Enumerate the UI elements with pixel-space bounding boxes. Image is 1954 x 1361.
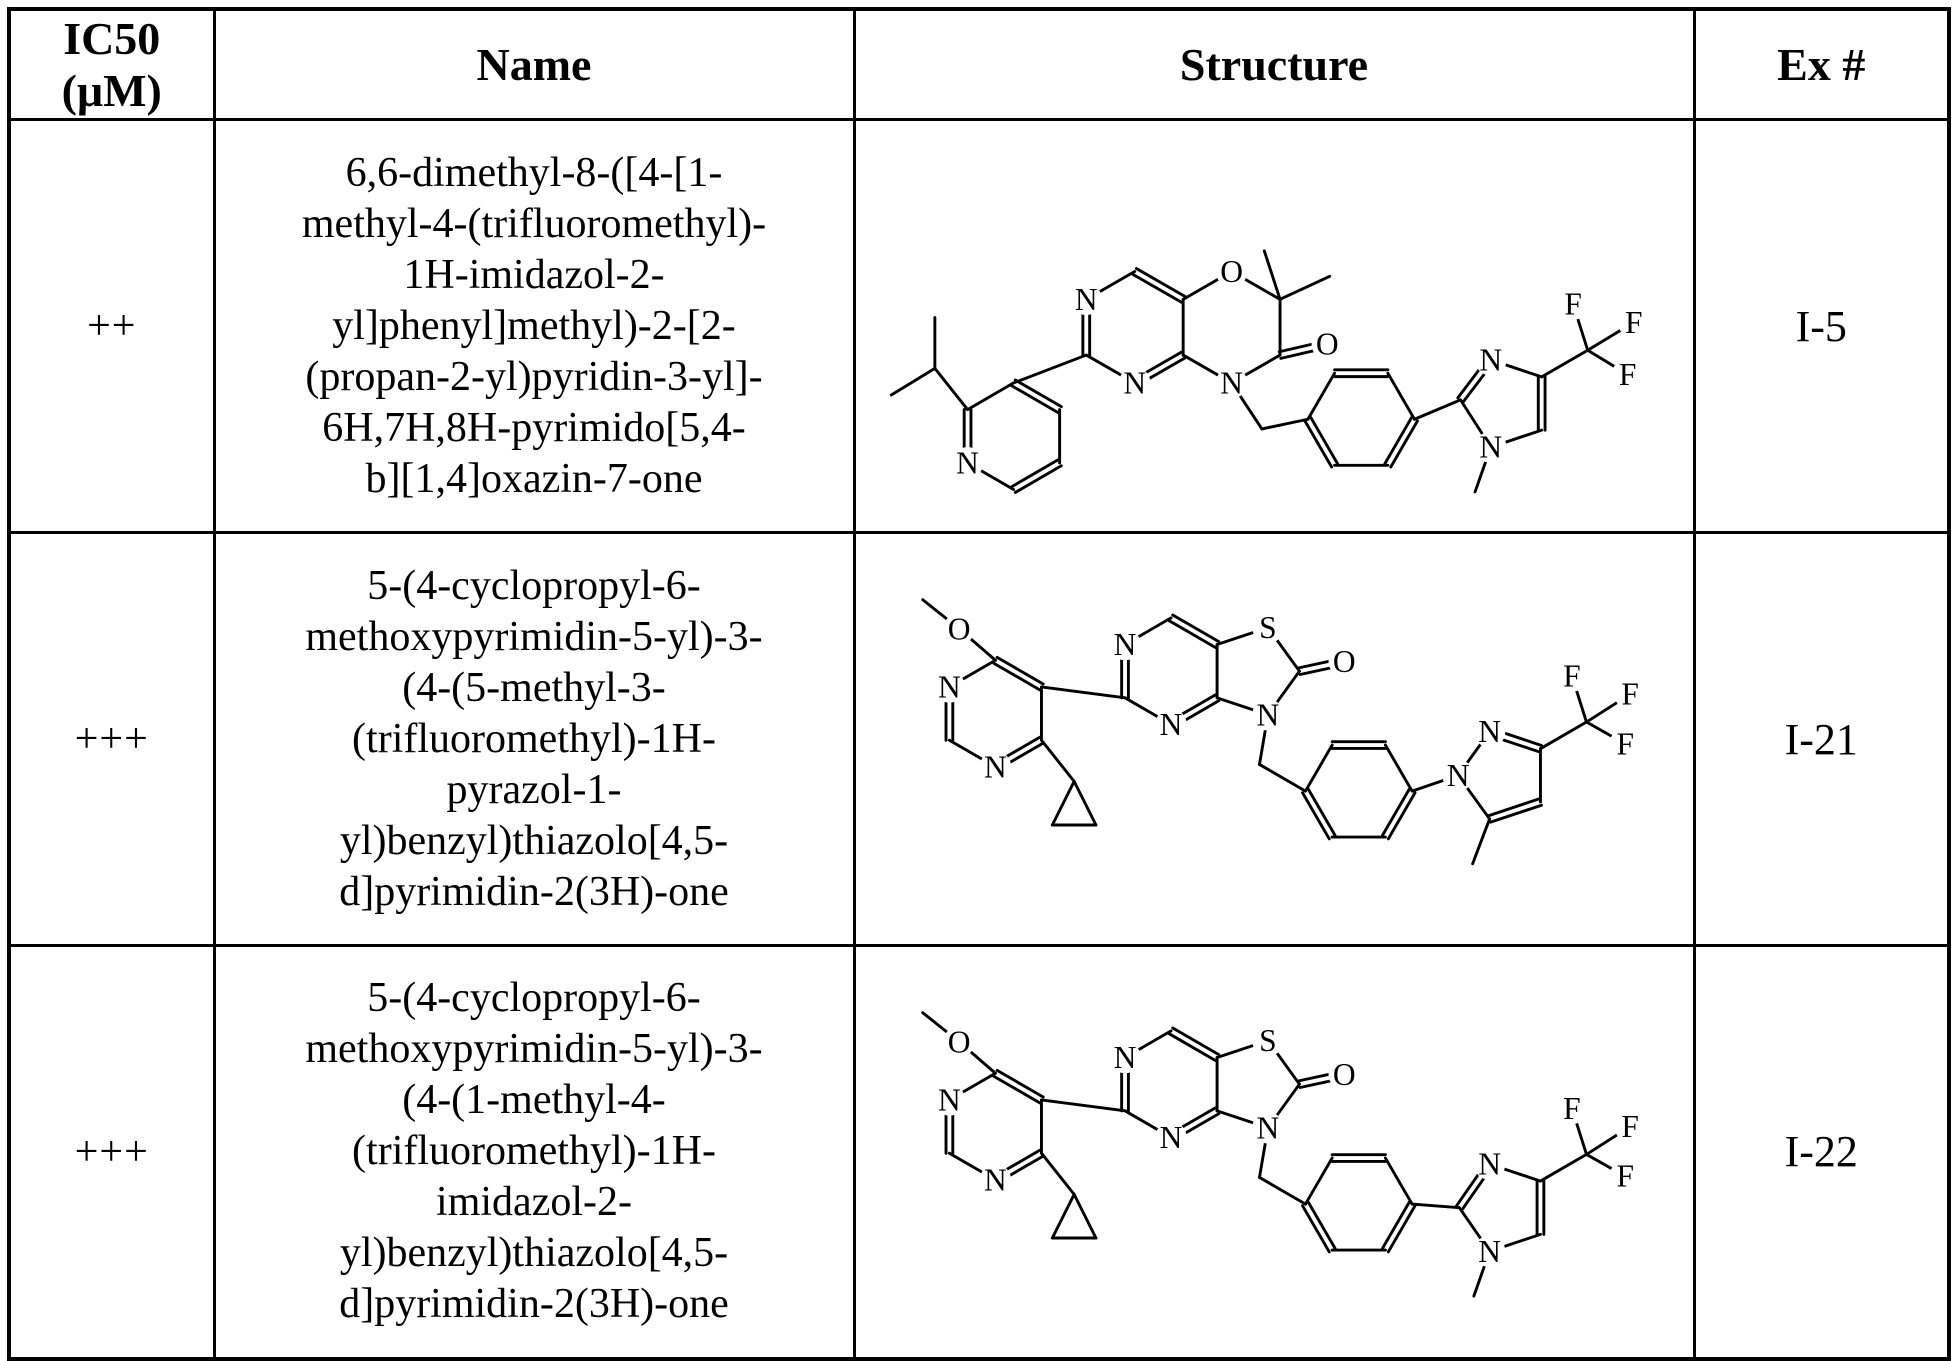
atom-label: N <box>1114 627 1137 662</box>
atom-label: N <box>984 1162 1007 1197</box>
compound-row: ++6,6-dimethyl-8-([4-[1- methyl-4-(trifl… <box>7 118 1951 535</box>
atom-label: N <box>938 1082 961 1117</box>
col-header-name: Name <box>212 7 856 122</box>
atom-label: N <box>1257 1110 1280 1145</box>
table-body: ++6,6-dimethyl-8-([4-[1- methyl-4-(trifl… <box>7 118 1951 1361</box>
atom-label: O <box>948 1024 971 1059</box>
atom-label: F <box>1619 357 1637 392</box>
atom-label: F <box>1621 1109 1639 1144</box>
atom-label: N <box>956 445 979 480</box>
atom-label: N <box>1479 430 1502 465</box>
atom-label: F <box>1621 677 1639 712</box>
compound-name: 5-(4-cyclopropyl-6- methoxypyrimidin-5-y… <box>212 531 856 948</box>
ic50-value: ++ <box>7 118 216 535</box>
col-header-ic50: IC50 (μM) <box>7 7 216 122</box>
example-number: I-21 <box>1692 531 1951 948</box>
atom-label: F <box>1616 1159 1634 1194</box>
atom-label: F <box>1625 305 1643 340</box>
atom-label: N <box>1123 365 1146 400</box>
example-number: I-22 <box>1692 944 1951 1361</box>
atom-label: F <box>1564 287 1582 322</box>
col-header-ex: Ex # <box>1692 7 1951 122</box>
atom-label: F <box>1563 1091 1581 1126</box>
atom-label: N <box>1160 707 1183 742</box>
atom-label: N <box>1478 1234 1501 1269</box>
atom-label: O <box>1333 1057 1356 1092</box>
atom-label: N <box>1447 758 1470 793</box>
ic50-value: +++ <box>7 531 216 948</box>
atom-label: N <box>1478 714 1501 749</box>
atom-label: N <box>938 669 961 704</box>
atom-label: N <box>1257 697 1280 732</box>
example-number: I-5 <box>1692 118 1951 535</box>
atom-label: O <box>1316 327 1339 362</box>
atom-label: F <box>1616 726 1634 761</box>
atom-label: S <box>1259 610 1277 645</box>
atom-label: N <box>1220 365 1243 400</box>
compound-row: +++5-(4-cyclopropyl-6- methoxypyrimidin-… <box>7 531 1951 948</box>
atom-label: O <box>1333 644 1356 679</box>
header-row: IC50 (μM) Name Structure Ex # <box>7 7 1951 122</box>
atom-label: O <box>1220 254 1243 289</box>
compound-row: +++5-(4-cyclopropyl-6- methoxypyrimidin-… <box>7 944 1951 1361</box>
atom-label: N <box>1114 1040 1137 1075</box>
atom-label: N <box>984 749 1007 784</box>
col-header-structure: Structure <box>852 7 1696 122</box>
atom-label: N <box>1075 282 1098 317</box>
atom-label: F <box>1563 659 1581 694</box>
atom-label: O <box>948 611 971 646</box>
compound-table: IC50 (μM) Name Structure Ex # ++6,6-dime… <box>7 7 1951 1361</box>
atom-label: N <box>1479 342 1502 377</box>
compound-name: 5-(4-cyclopropyl-6- methoxypyrimidin-5-y… <box>212 944 856 1361</box>
compound-name: 6,6-dimethyl-8-([4-[1- methyl-4-(trifluo… <box>212 118 856 535</box>
atom-label: S <box>1259 1023 1277 1058</box>
atom-label: N <box>1478 1146 1501 1181</box>
atom-label: N <box>1160 1120 1183 1155</box>
ic50-value: +++ <box>7 944 216 1361</box>
